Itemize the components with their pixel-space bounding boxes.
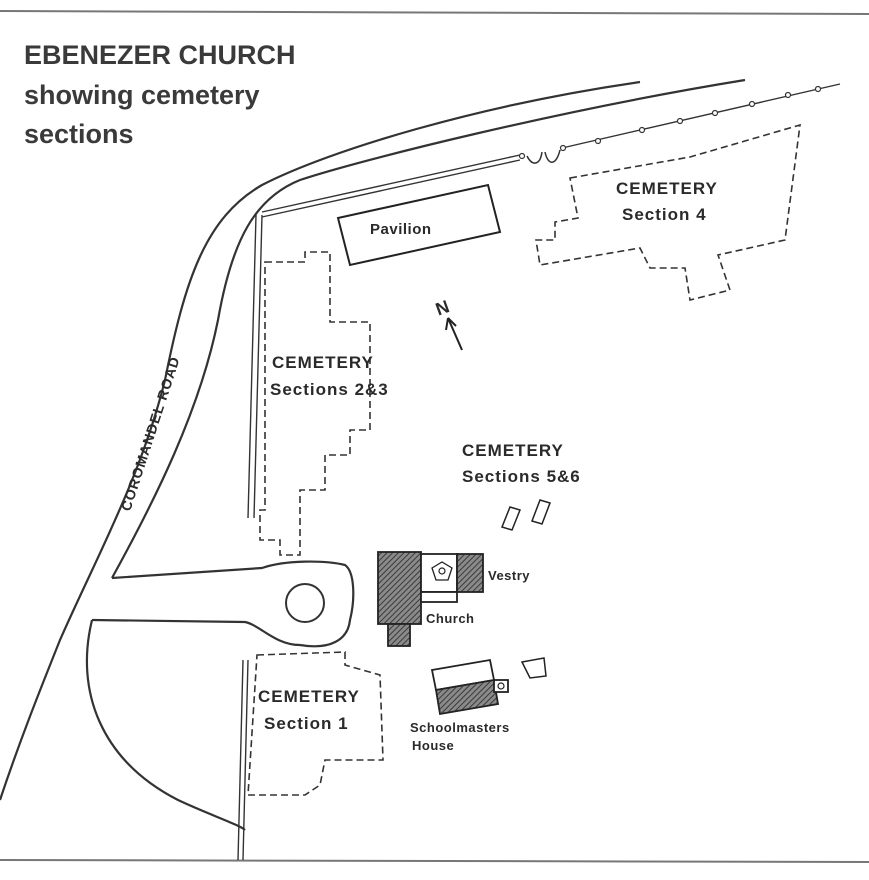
cemetery-5-6-name: CEMETERY (462, 441, 564, 460)
cemetery-section-4-outline (535, 123, 801, 301)
pavilion-building (336, 183, 502, 267)
cemetery-section-1-outline (247, 651, 384, 796)
cemetery-4-name: CEMETERY (616, 179, 718, 198)
vestry-label: Vestry (488, 568, 530, 583)
fence-posts (518, 85, 822, 160)
grave-marker (500, 506, 522, 531)
fence-west (247, 214, 263, 519)
map-title-line3: sections (24, 119, 134, 149)
pavilion-label: Pavilion (370, 221, 432, 238)
road-label: COROMANDEL ROAD (118, 354, 183, 513)
map-title-line2: showing cemetery (24, 80, 260, 110)
church-building (377, 551, 484, 647)
schoolmasters-house (430, 657, 547, 716)
fence-southwest (237, 659, 249, 861)
drive-upper-edge (111, 560, 355, 648)
schoolmasters-label-line2: House (412, 738, 454, 753)
schoolmasters-label-line1: Schoolmasters (410, 720, 510, 735)
cemetery-2-3-section: Sections 2&3 (270, 380, 389, 399)
road-outer-edge (0, 80, 641, 801)
drive-lower-edge (91, 618, 301, 647)
fence-east (561, 83, 841, 149)
grave-marker (531, 499, 551, 525)
church-label: Church (426, 611, 475, 626)
map-title-line1: EBENEZER CHURCH (24, 40, 296, 70)
top-border (0, 10, 869, 15)
roundabout (285, 583, 325, 623)
cemetery-4-section: Section 4 (622, 205, 707, 224)
gate-icon (526, 149, 561, 164)
bottom-border (0, 859, 869, 863)
cemetery-5-6-section: Sections 5&6 (462, 467, 581, 486)
road-inner-edge (111, 78, 746, 579)
road-lower-inner (85, 619, 246, 831)
cemetery-1-name: CEMETERY (258, 687, 360, 706)
cemetery-1-section: Section 1 (264, 714, 349, 733)
cemetery-section-2-3-outline (259, 251, 371, 556)
north-arrow-icon: N (433, 296, 463, 351)
cemetery-2-3-name: CEMETERY (272, 353, 374, 372)
north-label: N (433, 296, 452, 319)
fence-top (261, 154, 521, 218)
